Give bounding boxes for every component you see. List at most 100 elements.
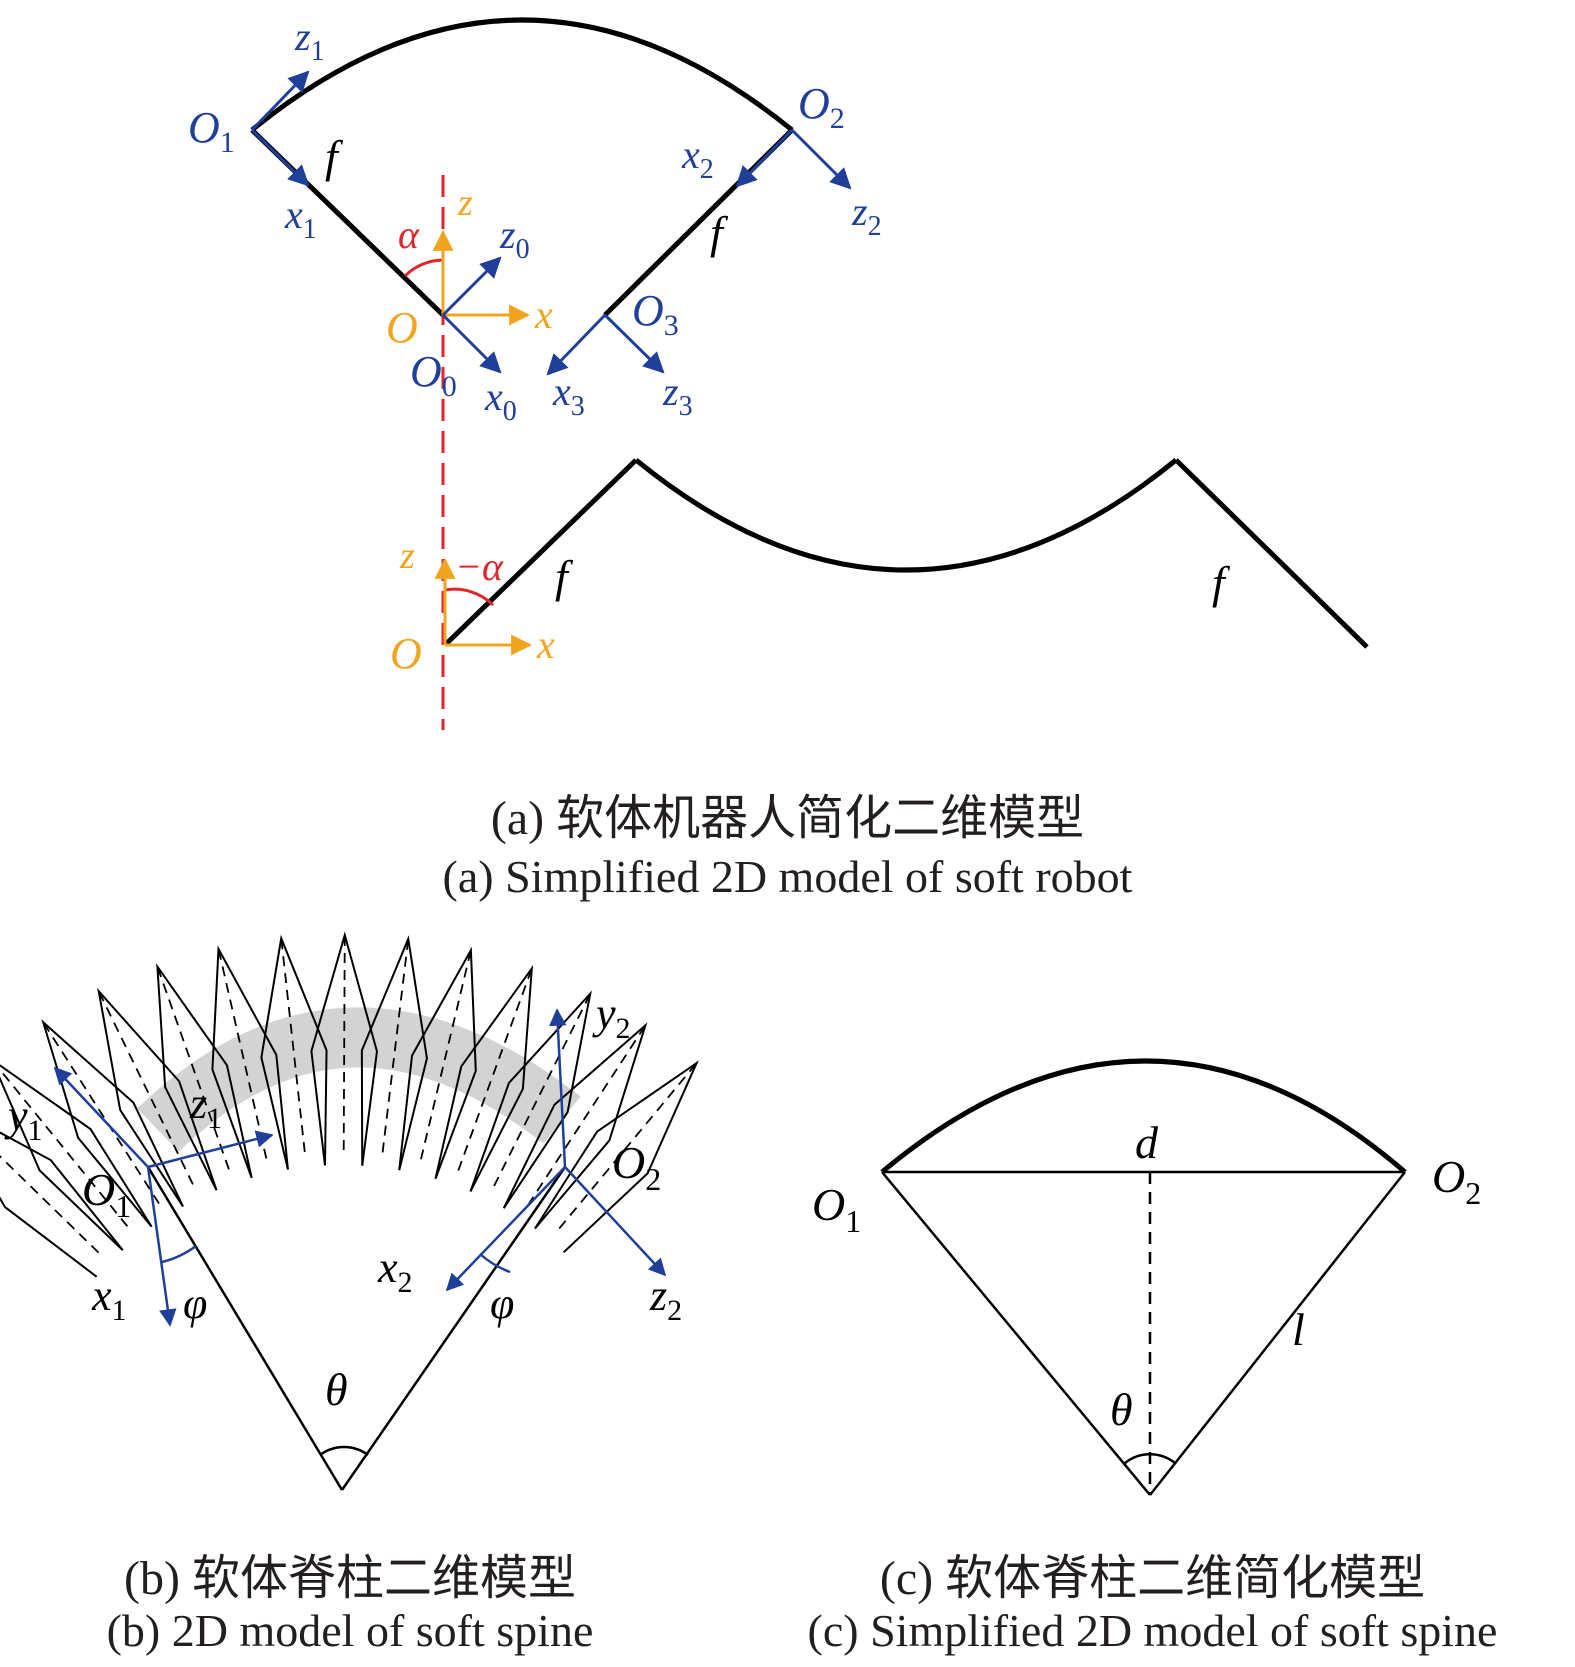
spine-fold bbox=[97, 987, 218, 1208]
x2-arrow bbox=[735, 128, 794, 188]
label-neg-alpha: −α bbox=[455, 544, 504, 589]
x0-arrow bbox=[441, 313, 502, 374]
theta-arc-b bbox=[319, 1445, 369, 1457]
caption-c-en: (c) Simplified 2D model of soft spine bbox=[807, 1605, 1498, 1656]
spine-fold bbox=[502, 1022, 648, 1230]
x2-arrow-b bbox=[445, 1166, 566, 1292]
panel-b-diagram: y1 z1 O1 x1 φ θ y2 O2 x2 z2 φ bbox=[0, 931, 699, 1491]
spine-fold-crease bbox=[527, 1024, 647, 1206]
label-x2: x2 bbox=[681, 132, 714, 185]
spine-fold bbox=[0, 1064, 153, 1251]
y1-arrow bbox=[53, 1066, 149, 1168]
spine-fold-crease bbox=[280, 938, 306, 1153]
phi-arc-left bbox=[161, 1244, 197, 1264]
label-theta-b: θ bbox=[325, 1364, 348, 1415]
label-f-upper-left: f bbox=[325, 131, 344, 182]
label-O-lower: O bbox=[390, 629, 422, 678]
label-x2-b: x2 bbox=[377, 1243, 413, 1299]
upper-arc bbox=[250, 17, 794, 132]
label-O-upper: O bbox=[386, 303, 418, 352]
label-O2-a: O2 bbox=[798, 79, 845, 135]
spine-fold-crease bbox=[97, 990, 194, 1185]
label-O1-a: O1 bbox=[188, 103, 235, 159]
lower-left-link bbox=[443, 458, 638, 647]
caption-a-cn: (a) 软体机器人简化二维模型 bbox=[490, 792, 1085, 845]
label-phi-left: φ bbox=[183, 1279, 207, 1328]
z2-arrow-b bbox=[564, 1166, 667, 1277]
label-x-lower: x bbox=[536, 622, 555, 667]
panel-c-diagram: d O1 O2 l θ bbox=[812, 1058, 1481, 1496]
lower-arc bbox=[634, 458, 1178, 573]
alpha-arc bbox=[403, 258, 444, 278]
spine-fold bbox=[260, 934, 328, 1170]
radius-left bbox=[881, 1171, 1151, 1496]
label-z-upper: z bbox=[457, 182, 473, 224]
z1-arrow-b bbox=[147, 1130, 274, 1169]
label-z2-b: z2 bbox=[649, 1271, 682, 1327]
spine-fold-crease bbox=[420, 949, 472, 1160]
spine-fold bbox=[360, 935, 428, 1171]
spine-fold bbox=[156, 963, 253, 1191]
x3-arrow bbox=[546, 313, 607, 376]
label-x1-b: x1 bbox=[91, 1271, 127, 1327]
y2-arrow bbox=[549, 1008, 567, 1168]
label-O1-b: O1 bbox=[82, 1164, 131, 1224]
label-z1: z1 bbox=[294, 14, 325, 67]
label-O0: O0 bbox=[410, 347, 457, 403]
fan-line-right bbox=[340, 1166, 567, 1491]
label-l: l bbox=[1292, 1304, 1305, 1355]
spine-fold-crease bbox=[0, 1155, 100, 1254]
x1-arrow bbox=[250, 128, 310, 187]
label-alpha: α bbox=[398, 212, 420, 257]
label-O2-c: O2 bbox=[1432, 1151, 1481, 1211]
spine-fold-crease bbox=[0, 1068, 129, 1227]
spine-fold-crease bbox=[381, 938, 410, 1153]
label-f-lower-left: f bbox=[555, 551, 574, 602]
lower-right-link bbox=[1174, 458, 1369, 649]
z2-arrow bbox=[790, 128, 852, 190]
label-x1: x1 bbox=[284, 192, 317, 245]
theta-arc-c bbox=[1124, 1453, 1176, 1464]
spine-fold bbox=[211, 945, 289, 1179]
neg-alpha-arc bbox=[444, 587, 495, 607]
label-z0: z0 bbox=[499, 212, 530, 265]
label-phi-right: φ bbox=[490, 1279, 514, 1328]
arc-c bbox=[880, 1058, 1407, 1174]
label-y2: y2 bbox=[592, 989, 631, 1045]
spine-fold-crease bbox=[457, 968, 533, 1171]
spine-fold bbox=[398, 946, 477, 1180]
label-f-lower-right: f bbox=[1212, 557, 1231, 608]
label-f-upper-right: f bbox=[710, 207, 729, 258]
label-z1-b: z1 bbox=[189, 1079, 222, 1135]
z0-arrow bbox=[441, 256, 502, 317]
label-O2-b: O2 bbox=[612, 1137, 661, 1197]
label-d: d bbox=[1135, 1117, 1159, 1168]
caption-c-cn: (c) 软体脊柱二维简化模型 bbox=[879, 1552, 1426, 1605]
label-z3: z3 bbox=[662, 369, 693, 422]
spine-centerline-band bbox=[137, 1007, 581, 1152]
spine-fold bbox=[310, 931, 378, 1166]
radius-right bbox=[1149, 1171, 1406, 1496]
spine-fold bbox=[534, 1060, 699, 1254]
label-z2: z2 bbox=[851, 189, 882, 242]
spine-folds bbox=[0, 931, 699, 1278]
z1-arrow bbox=[250, 70, 310, 132]
spine-fold bbox=[469, 990, 592, 1209]
spine-fold-crease bbox=[156, 966, 230, 1170]
spine-fold-crease bbox=[42, 1021, 160, 1204]
spine-fold-crease bbox=[342, 935, 346, 1151]
caption-b-cn: (b) 软体脊柱二维模型 bbox=[124, 1552, 576, 1605]
label-theta-c: θ bbox=[1110, 1384, 1133, 1435]
label-x0: x0 bbox=[484, 374, 517, 427]
spine-fold bbox=[41, 1019, 184, 1228]
fan-line-left bbox=[146, 1166, 344, 1491]
caption-a-en: (a) Simplified 2D model of soft robot bbox=[442, 851, 1133, 902]
spine-fold-crease bbox=[217, 948, 268, 1159]
label-x3: x3 bbox=[552, 369, 585, 422]
spine-fold bbox=[434, 965, 534, 1192]
spine-fold-crease bbox=[493, 993, 592, 1187]
label-O3: O3 bbox=[632, 286, 679, 342]
x1-arrow-b bbox=[146, 1166, 177, 1327]
spine-fold-crease bbox=[558, 1062, 698, 1230]
